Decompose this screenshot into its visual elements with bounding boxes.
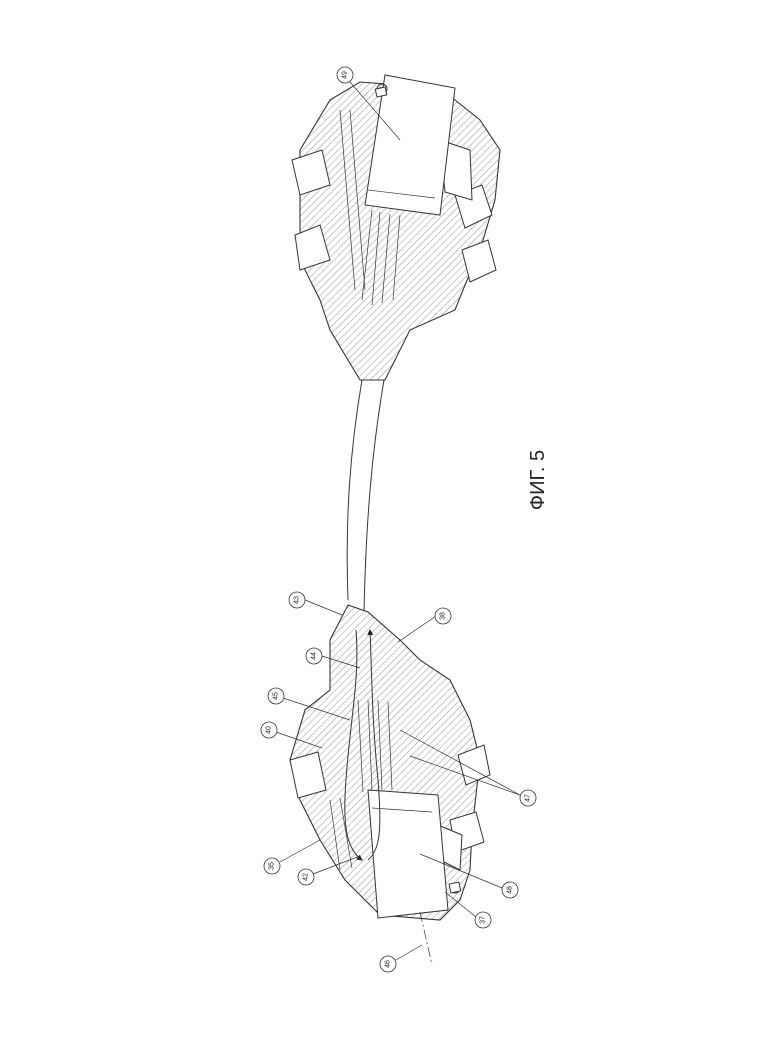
- callout-35: 35: [264, 858, 280, 874]
- svg-text:44: 44: [311, 652, 318, 660]
- callout-42: 42: [298, 869, 314, 885]
- callout-43: 43: [289, 592, 305, 608]
- svg-text:37: 37: [480, 916, 487, 924]
- svg-text:47: 47: [525, 794, 532, 802]
- callout-38: 38: [435, 608, 451, 624]
- callout-49: 49: [337, 67, 353, 83]
- figure-caption: ФИГ. 5: [527, 450, 549, 510]
- callout-44: 44: [306, 648, 322, 664]
- cable: [347, 380, 384, 612]
- svg-text:40: 40: [266, 726, 273, 734]
- svg-text:49: 49: [342, 71, 349, 79]
- svg-text:48: 48: [507, 886, 514, 894]
- svg-text:46: 46: [385, 960, 392, 968]
- svg-text:43: 43: [294, 596, 301, 604]
- callout-46: 46: [380, 956, 396, 972]
- svg-text:38: 38: [440, 612, 447, 620]
- callout-48: 48: [502, 882, 518, 898]
- callout-37: 37: [475, 912, 491, 928]
- top-connector: [292, 75, 500, 380]
- callout-45: 45: [268, 688, 284, 704]
- svg-text:42: 42: [303, 873, 310, 881]
- svg-text:45: 45: [273, 692, 280, 700]
- svg-text:35: 35: [269, 862, 276, 870]
- callout-47: 47: [520, 790, 536, 806]
- callout-40: 40: [261, 722, 277, 738]
